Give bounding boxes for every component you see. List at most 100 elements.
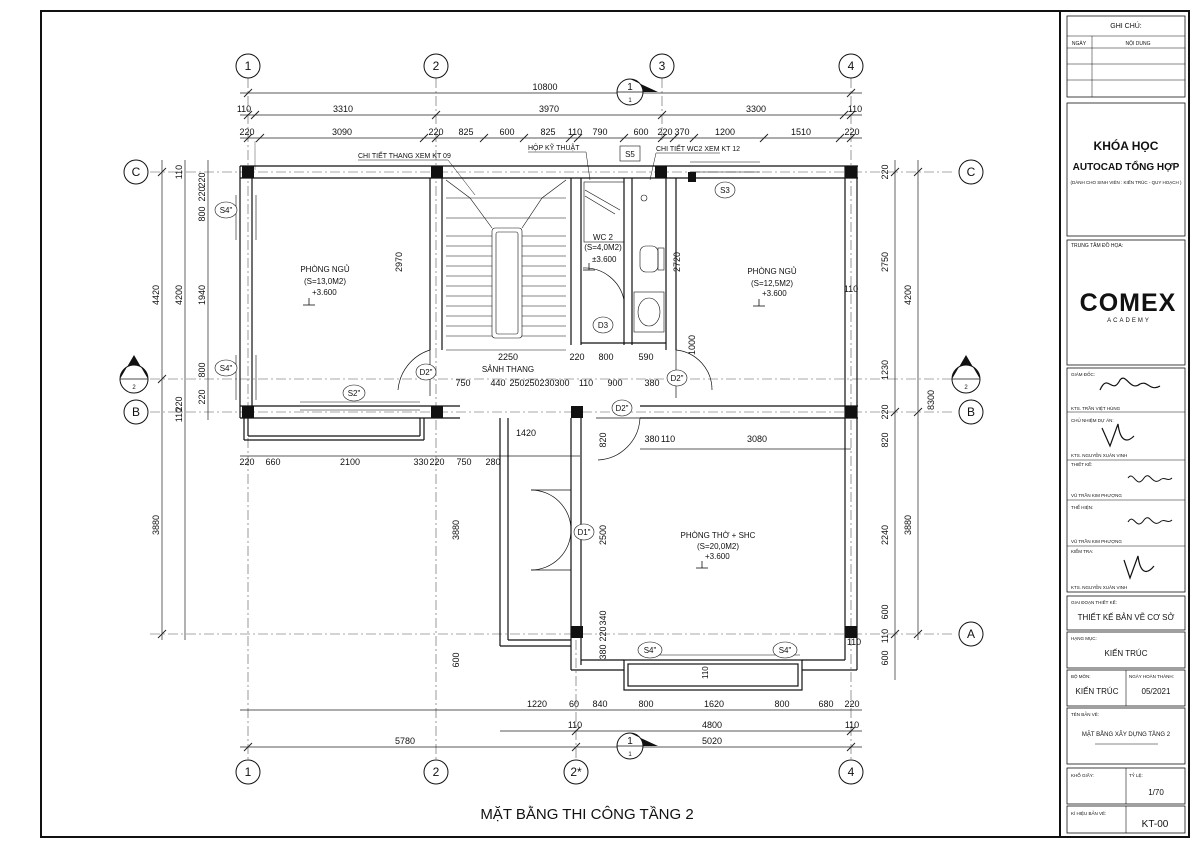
dim-right-col1-0: 4200 bbox=[903, 285, 913, 305]
dim-left-overall-0: 4420 bbox=[151, 285, 161, 305]
tb-logo-main: COMEX bbox=[1080, 289, 1177, 317]
tb-drawing-name-label: TÊN BẢN VẼ: bbox=[1071, 710, 1099, 717]
dim-top-row3-10: 370 bbox=[674, 127, 689, 137]
dim-int-18: 110 bbox=[661, 434, 675, 444]
dim-int-15: 1420 bbox=[516, 428, 536, 438]
dim-left-col2-1: 220 bbox=[197, 172, 207, 187]
dim-top-row2-3: 3300 bbox=[746, 104, 766, 114]
section-right-num: 2 bbox=[963, 368, 969, 379]
dim-int-26: 280 bbox=[485, 457, 500, 467]
dim-right-col2-6: 2240 bbox=[880, 525, 890, 545]
tb-code-value: KT-00 bbox=[1142, 819, 1169, 830]
section-bottom-letter: 1 bbox=[628, 752, 632, 758]
dim-top-row3-2: 220 bbox=[428, 127, 443, 137]
tb-dept-value: KIẾN TRÚC bbox=[1076, 686, 1119, 696]
axis-top-4: 4 bbox=[848, 59, 855, 73]
windows bbox=[235, 161, 800, 656]
dim-int-23: 330 bbox=[413, 457, 428, 467]
dim-int-17: 380 bbox=[644, 434, 659, 444]
tag-d2-3: D2" bbox=[615, 404, 628, 413]
axis-right-b: B bbox=[967, 405, 975, 419]
balcony-dim: 110 bbox=[701, 666, 710, 679]
axis-grid bbox=[150, 78, 955, 760]
stair-lobby-label: SẢNH THANG bbox=[482, 365, 534, 374]
section-markers: 1 1 1 1 2 2 2 2 bbox=[119, 78, 981, 760]
dimension-lines bbox=[161, 92, 919, 748]
checker-signature bbox=[1123, 555, 1155, 580]
dim-int-9: 250 bbox=[524, 378, 539, 388]
dim-bottom-row1-2: 840 bbox=[592, 699, 607, 709]
dim-top-row3-4: 600 bbox=[499, 127, 514, 137]
room-name-wc: WC 2 bbox=[593, 233, 614, 242]
wc-note: CHI TIẾT WC2 XEM KT 12 bbox=[656, 143, 740, 153]
leader-lines bbox=[358, 151, 720, 196]
dim-top-row2-4: 110 bbox=[848, 104, 862, 114]
tag-d1: D1" bbox=[577, 528, 590, 537]
dim-overall-top: 10800 bbox=[532, 82, 557, 92]
tb-paper-label: KHỔ GIẤY: bbox=[1071, 772, 1094, 778]
wc-fixtures bbox=[583, 181, 665, 333]
room-level-bedroom-2: +3.600 bbox=[762, 289, 787, 298]
tb-center-label: TRUNG TÂM ĐỒ HỌA: bbox=[1071, 242, 1123, 249]
section-left-num: 2 bbox=[131, 368, 137, 379]
tb-check-name: KTS. NGUYỄN XUÂN VINH bbox=[1071, 584, 1127, 590]
tag-s4-1: S4" bbox=[220, 206, 233, 215]
axis-left-2: 2 bbox=[132, 385, 136, 391]
tb-director-label: GIÁM ĐỐC: bbox=[1071, 371, 1095, 377]
dim-int-29: 340 bbox=[598, 610, 608, 625]
dim-left-overall-1: 3880 bbox=[151, 515, 161, 535]
dim-bottom-row3-1: 5020 bbox=[702, 736, 722, 746]
room-name-bedroom-1: PHÒNG NGỦ bbox=[300, 265, 350, 274]
dim-top-row3-13: 220 bbox=[844, 127, 859, 137]
dim-left-col2-5: 800 bbox=[197, 362, 207, 377]
dim-int-24: 220 bbox=[429, 457, 444, 467]
tag-s5: S5 bbox=[625, 150, 635, 159]
level-markers bbox=[303, 263, 765, 569]
dim-right-col2-3: 1230 bbox=[880, 360, 890, 380]
axis-bottom-4: 4 bbox=[848, 765, 855, 779]
dim-right-overall: 8300 bbox=[926, 390, 936, 410]
tb-chief-name: KTS. NGUYỄN XUÂN VINH bbox=[1071, 452, 1127, 458]
tag-s4-3: S4" bbox=[644, 646, 657, 655]
doors bbox=[397, 267, 713, 571]
dim-top-row3-8: 600 bbox=[633, 127, 648, 137]
tb-col-date: NGÀY bbox=[1072, 40, 1087, 47]
tag-d3: D3 bbox=[598, 321, 609, 330]
axis-bottom-2: 2 bbox=[433, 765, 440, 779]
dim-bottom-row1-3: 800 bbox=[638, 699, 653, 709]
dim-bottom-row1-6: 680 bbox=[818, 699, 833, 709]
dimension-ticks bbox=[157, 88, 923, 752]
dim-int-20: 220 bbox=[239, 457, 254, 467]
axis-left-c: C bbox=[132, 165, 141, 179]
dim-left-col2-6: 220 bbox=[197, 389, 207, 404]
tag-s4-4: S4" bbox=[779, 646, 792, 655]
dim-left-col2-3: 800 bbox=[197, 206, 207, 221]
tag-d2-2: D2" bbox=[670, 374, 683, 383]
dim-top-row3-9: 220 bbox=[657, 127, 672, 137]
room-labels: PHÒNG NGỦ (S=13,0M2) +3.600 PHÒNG NGỦ (S… bbox=[300, 233, 797, 561]
room-level-altar: +3.600 bbox=[705, 552, 730, 561]
element-tags: S5 S3 S4" S4" S4" S4" S2" D2" D2" D2" D3… bbox=[214, 145, 798, 659]
dim-int-12: 110 bbox=[579, 378, 593, 388]
axis-right-c: C bbox=[967, 165, 976, 179]
dim-int-1: 2720 bbox=[672, 252, 682, 272]
tb-notes-header: GHI CHÚ: bbox=[1110, 21, 1142, 30]
dim-int-2: 2250 bbox=[498, 352, 518, 362]
dim-int-13: 900 bbox=[607, 378, 622, 388]
dim-top-row3-7: 790 bbox=[592, 127, 607, 137]
section-mark-right: 2 2 bbox=[951, 355, 981, 394]
axis-left-b: B bbox=[132, 405, 140, 419]
staircase bbox=[445, 179, 567, 351]
drafter-signature bbox=[1127, 517, 1173, 525]
tb-drafter-name: VŨ TRẦN KIM PHƯỢNG bbox=[1071, 538, 1122, 544]
section-mark-left: 2 2 bbox=[119, 355, 149, 394]
tb-logo-sub: ACADEMY bbox=[1107, 318, 1151, 324]
room-level-bedroom-1: +3.600 bbox=[312, 288, 337, 297]
tb-chief-label: CHỦ NHIỆM DỰ ÁN: bbox=[1071, 416, 1114, 423]
dim-top-row3-6: 110 bbox=[568, 127, 582, 137]
dim-top-row3-5: 825 bbox=[540, 127, 555, 137]
dim-int-8: 250 bbox=[509, 378, 524, 388]
dim-int-27: 3880 bbox=[451, 520, 461, 540]
